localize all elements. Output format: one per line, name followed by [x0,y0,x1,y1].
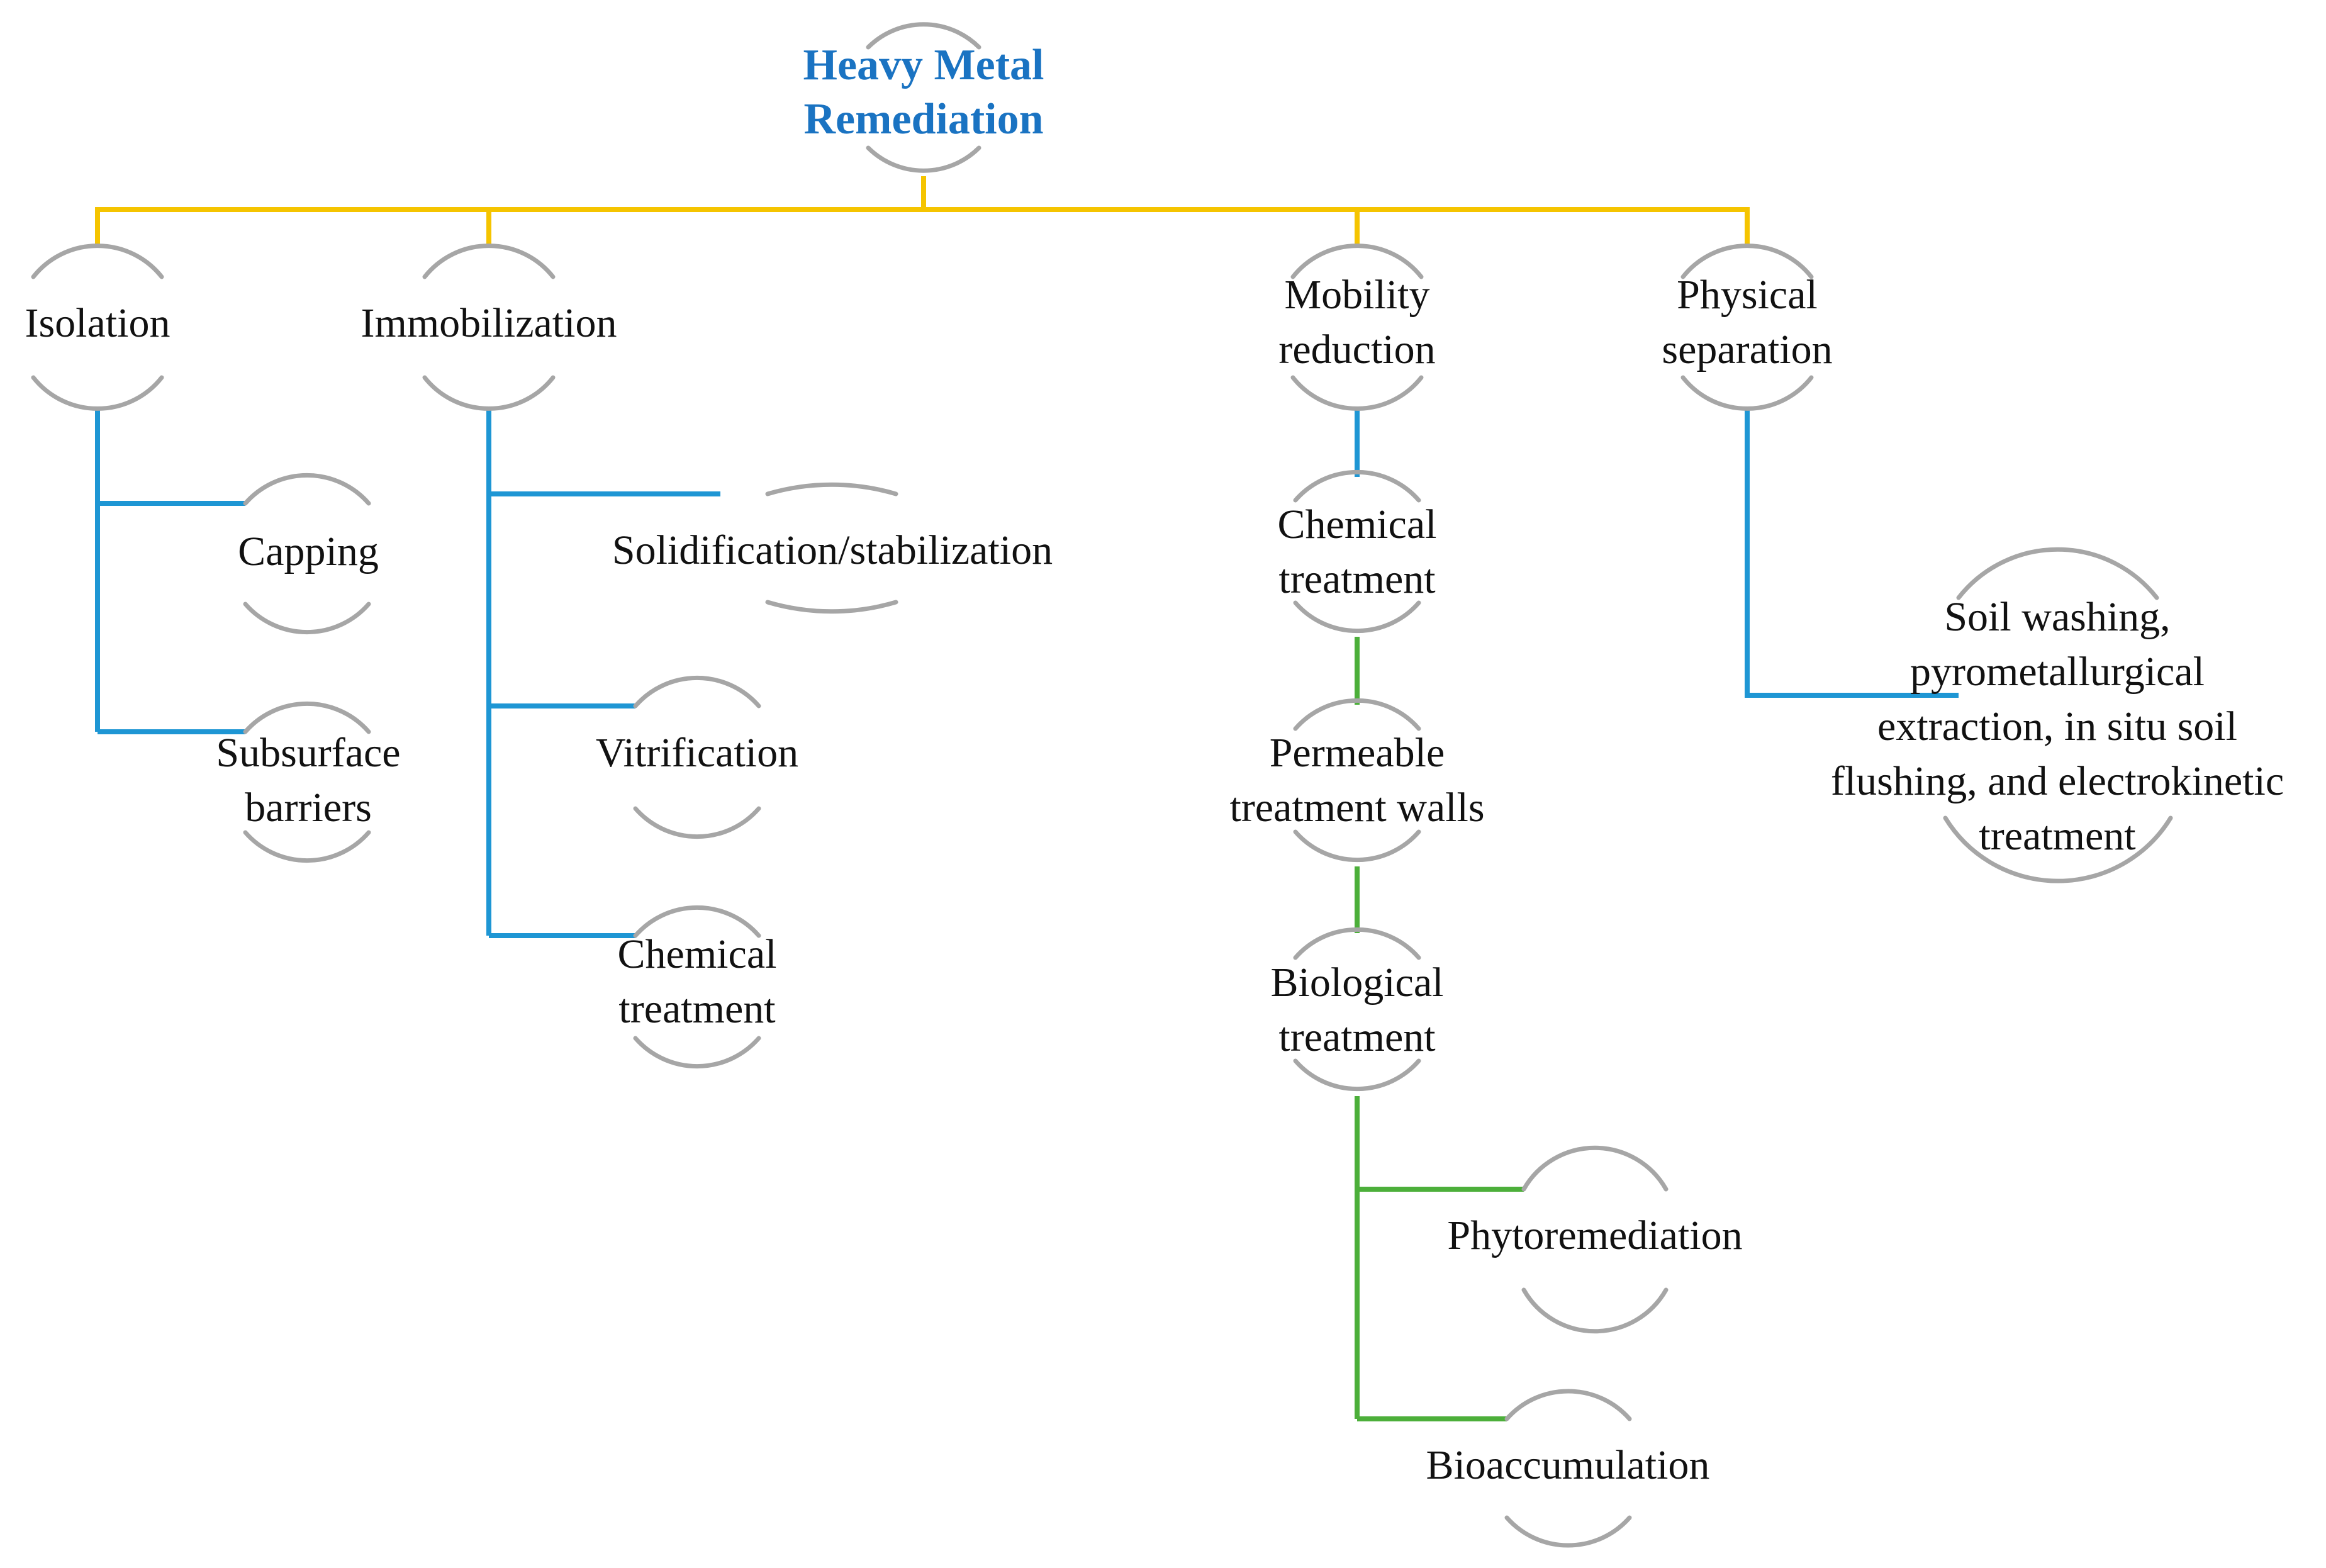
physical-methods-line-5: treatment [1979,813,2135,859]
root-node-arc-bottom [866,145,981,173]
physical-label-line-2: separation [1662,327,1832,372]
physical-methods-line-2: pyrometallurgical [1910,649,2205,695]
immobilization-label: Immobilization [361,300,617,346]
solidification-arc-bottom [765,600,898,614]
root-node-arc-top [866,22,981,50]
isolation-connector [95,409,245,734]
capping-arc-bottom [243,602,371,635]
physical-label-line-1: Physical [1677,272,1818,318]
node-biological-treatment: Biological treatment [1271,927,1444,1092]
vitrification-arc-top [633,675,761,708]
isolation-label: Isolation [25,300,171,346]
node-immobilization-chemical-treatment: Chemical treatment [618,905,777,1069]
bioacc-arc-top [1504,1389,1632,1421]
immobilization-arc-top [422,244,556,279]
root-node: Heavy Metal Remediation [803,22,1044,173]
node-permeable-treatment-walls: Permeable treatment walls [1229,698,1485,863]
subsurface-arc-bottom [243,830,371,863]
biological-label-line-2: treatment [1278,1014,1435,1060]
node-subsurface-barriers: Subsurface barriers [216,701,401,863]
vitrification-arc-bottom [633,806,761,839]
title-line-1: Heavy Metal [803,41,1044,89]
connectors [95,176,1959,1421]
solidification-arc-top [765,482,898,496]
bioaccumulation-label: Bioaccumulation [1426,1442,1710,1488]
physical-methods-line-3: extraction, in situ soil [1877,703,2237,749]
node-vitrification: Vitrification [596,675,798,839]
permeable-label-line-2: treatment walls [1229,785,1484,831]
immobilization-arc-bottom [422,375,556,411]
subsurface-label-line-1: Subsurface [216,730,400,776]
physical-methods-line-1: Soil washing, [1944,594,2170,640]
physical-arc-bottom [1680,375,1814,411]
root-connector [95,176,1750,245]
biological-label-line-1: Biological [1271,960,1444,1005]
biological-arc-top [1293,927,1421,960]
mob-chemical-label-line-2: treatment [1278,556,1435,602]
physical-methods-arc-top [1956,547,2159,600]
mobility-arc-top [1290,244,1424,279]
phytoremediation-label: Phytoremediation [1447,1212,1742,1258]
category-immobilization: Immobilization [361,244,617,411]
title-line-2: Remediation [803,95,1043,143]
phyto-arc-top [1521,1145,1669,1192]
bioacc-arc-bottom [1504,1515,1632,1548]
permeable-arc-top [1293,698,1421,731]
permeable-label-line-1: Permeable [1270,730,1445,776]
category-mobility-reduction: Mobility reduction [1278,244,1436,411]
mobility-label-line-2: reduction [1278,327,1435,372]
mobility-label-line-1: Mobility [1284,272,1429,318]
node-mobility-chemical-treatment: Chemical treatment [1278,469,1437,634]
mob-chemical-label-line-1: Chemical [1278,501,1437,547]
physical-arc-top [1680,244,1814,279]
immob-chemical-arc-top [633,905,761,938]
physical-methods-line-4: flushing, and electrokinetic [1831,758,2284,804]
immob-chemical-arc-bottom [633,1036,761,1069]
capping-arc-top [243,473,371,506]
subsurface-arc-top [243,701,371,734]
isolation-arc-bottom [31,375,164,411]
node-physical-methods: Soil washing, pyrometallurgical extracti… [1831,547,2284,883]
solidification-label: Solidification/stabilization [612,527,1053,573]
mob-chemical-arc-top [1293,469,1421,503]
immobilization-connector [486,409,720,938]
node-phytoremediation: Phytoremediation [1447,1145,1743,1334]
node-capping: Capping [238,473,379,635]
biological-arc-bottom [1293,1058,1421,1092]
phyto-arc-bottom [1521,1287,1669,1334]
isolation-arc-top [31,244,164,279]
mobility-arc-bottom [1290,375,1424,411]
mob-chemical-arc-bottom [1293,600,1421,634]
subsurface-label-line-2: barriers [245,785,372,831]
node-bioaccumulation: Bioaccumulation [1426,1389,1710,1548]
node-solidification-stabilization: Solidification/stabilization [612,482,1053,614]
immob-chemical-label-line-2: treatment [618,986,775,1032]
category-isolation: Isolation [25,244,171,411]
vitrification-label: Vitrification [596,730,798,776]
immob-chemical-label-line-1: Chemical [618,931,777,977]
physical-connector [1745,409,1959,698]
permeable-arc-bottom [1293,829,1421,863]
capping-label: Capping [238,529,379,574]
category-physical-separation: Physical separation [1662,244,1833,411]
physical-methods-arc-bottom [1943,815,2173,883]
biological-connector [1355,1096,1524,1421]
